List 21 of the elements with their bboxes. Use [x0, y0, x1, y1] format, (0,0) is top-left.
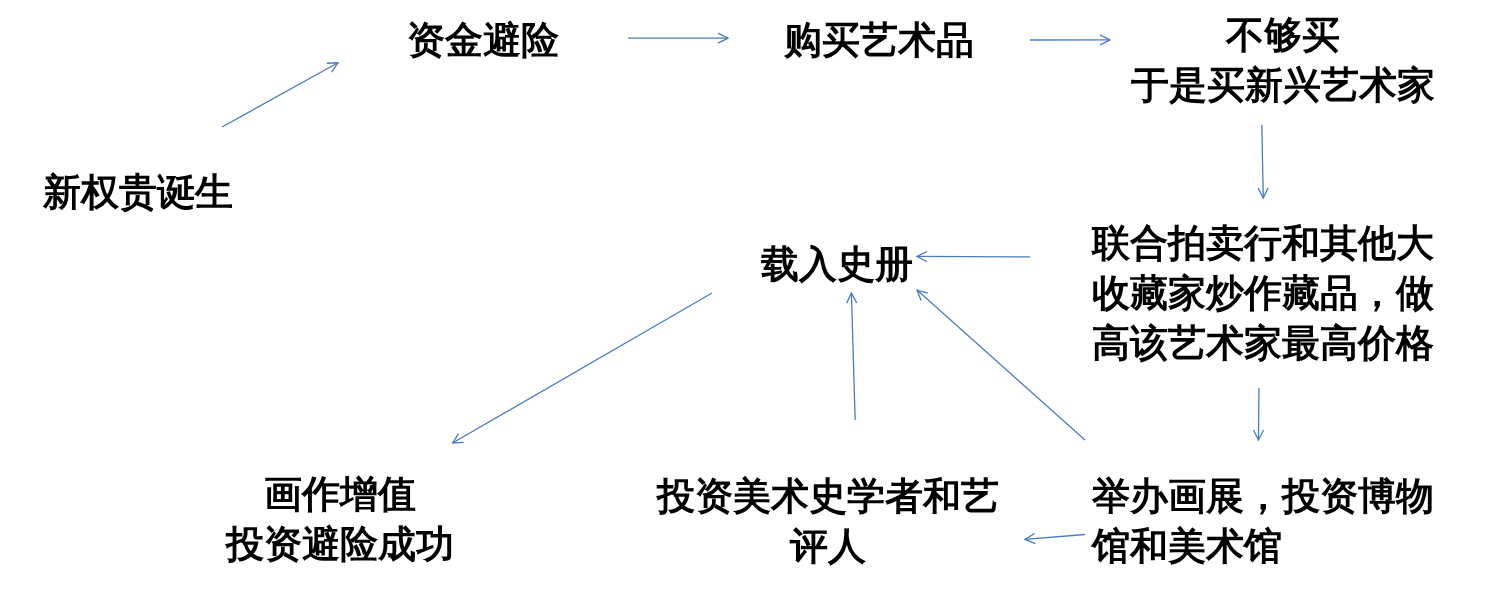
arrow	[1029, 34, 1111, 46]
arrow	[627, 32, 729, 44]
arrow	[1252, 387, 1265, 441]
node-text: 载入史册	[761, 241, 913, 288]
node-text: 新权贵诞生	[42, 169, 233, 216]
node-text: 举办画展，投资博物馆和美术馆	[1092, 473, 1435, 570]
arrow	[221, 62, 339, 128]
node-text: 购买艺术品	[784, 17, 974, 64]
arrow	[846, 292, 858, 421]
node-text: 投资避险成功	[226, 521, 454, 568]
node-text: 于是买新兴艺术家	[1130, 62, 1435, 109]
node-text: 不够买	[1225, 12, 1340, 59]
node-text: 投资美术史学者和艺评人	[655, 473, 1000, 570]
node-text: 画作增值	[264, 471, 416, 518]
node-text: 联合拍卖行和其他大收藏家炒作藏品，做高该艺术家最高价格	[1092, 220, 1435, 367]
node-text: 资金避险	[407, 17, 559, 64]
arrow	[1257, 124, 1269, 199]
arrow	[451, 292, 713, 444]
arrow	[916, 289, 1086, 441]
arrow	[1024, 532, 1086, 545]
arrow	[916, 250, 1031, 263]
